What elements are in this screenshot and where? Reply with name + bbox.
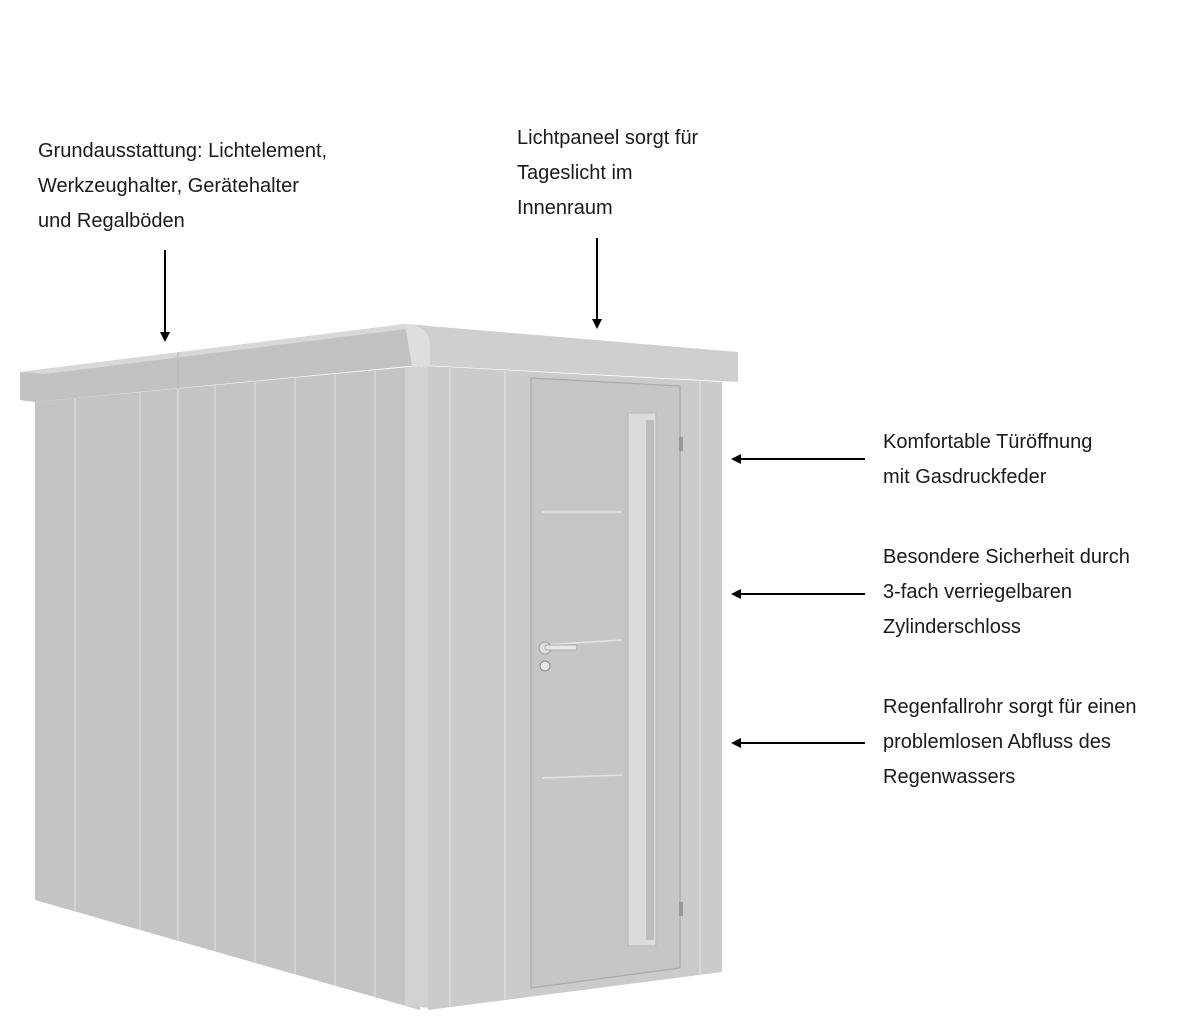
shed-side-wall	[35, 366, 420, 1010]
annotation-equipment: Grundausstattung: Lichtelement, Werkzeug…	[38, 134, 327, 239]
annotation-line: Tageslicht im	[517, 162, 633, 184]
annotation-line: 3-fach verriegelbaren	[883, 581, 1072, 603]
roof-front-fascia	[405, 324, 738, 382]
annotation-line: Regenwassers	[883, 766, 1016, 788]
side-wall-grooves	[74, 370, 376, 997]
roof-side-fascia	[20, 324, 420, 402]
door-hinge-bottom	[679, 902, 683, 916]
annotation-line: Komfortable Türöffnung	[883, 431, 1093, 453]
door-hinge-top	[679, 437, 683, 451]
annotation-door-opening: Komfortable Türöffnung mit Gasdruckfeder	[883, 425, 1092, 495]
annotation-line: Innenraum	[517, 197, 613, 219]
annotation-line: Regenfallrohr sorgt für einen	[883, 696, 1137, 718]
annotation-downpipe: Regenfallrohr sorgt für einen problemlos…	[883, 690, 1136, 795]
annotation-line: Lichtpaneel sorgt für	[517, 127, 699, 149]
door-handle	[538, 641, 578, 672]
annotation-line: mit Gasdruckfeder	[883, 466, 1047, 488]
annotation-line: Werkzeughalter, Gerätehalter	[38, 175, 299, 197]
annotation-line: und Regalböden	[38, 210, 185, 232]
annotation-line: Besondere Sicherheit durch	[883, 546, 1130, 568]
annotation-line: Zylinderschloss	[883, 616, 1021, 638]
shed-corner	[405, 366, 430, 1008]
annotation-light-panel: Lichtpaneel sorgt für Tageslicht im Inne…	[517, 121, 698, 226]
annotation-line: Grundausstattung: Lichtelement,	[38, 140, 328, 162]
annotation-security: Besondere Sicherheit durch 3-fach verrie…	[883, 540, 1130, 645]
annotation-line: problemlosen Abfluss des	[883, 731, 1111, 753]
